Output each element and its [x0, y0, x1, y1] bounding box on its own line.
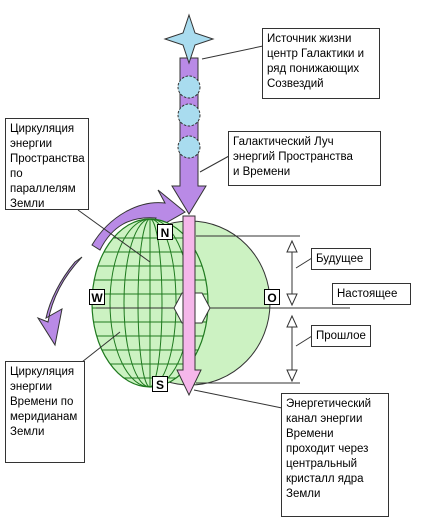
past-range-arrow — [286, 314, 298, 383]
south-label: S — [152, 376, 168, 392]
time-circulation-callout: Циркуляция энергии Времени по меридианам… — [5, 361, 85, 463]
callout-line — [201, 45, 264, 60]
west-label: W — [89, 289, 105, 305]
constellation-icon — [177, 103, 201, 127]
space-circulation-callout: Циркуляция энергии Пространства по парал… — [5, 118, 89, 210]
future-label: Будущее — [311, 248, 371, 270]
callout-line — [295, 335, 313, 347]
future-range-arrow — [286, 239, 298, 307]
source-callout: Источник жизни центр Галактики и ряд пон… — [262, 28, 380, 99]
space-circulation-arrow-upper — [91, 189, 186, 251]
past-label: Прошлое — [311, 325, 371, 347]
galactic-center-star-icon — [163, 13, 215, 65]
galactic-ray-callout: Галактический Луч энергий Пространства и… — [228, 131, 381, 186]
callout-line — [193, 389, 283, 409]
time-energy-channel-arrow — [176, 215, 202, 397]
callout-line — [77, 209, 151, 263]
constellation-circles — [177, 75, 201, 159]
callout-line — [199, 155, 230, 173]
constellation-icon — [177, 135, 201, 159]
east-label: O — [264, 289, 280, 305]
north-label: N — [157, 224, 173, 240]
constellation-icon — [177, 75, 201, 99]
present-label: Настоящее — [332, 283, 411, 305]
space-circulation-arrow-lower — [36, 256, 83, 347]
callout-line — [295, 257, 313, 269]
energy-channel-callout: Энергетический канал энергии Времени про… — [281, 393, 389, 517]
callout-line — [81, 331, 121, 363]
